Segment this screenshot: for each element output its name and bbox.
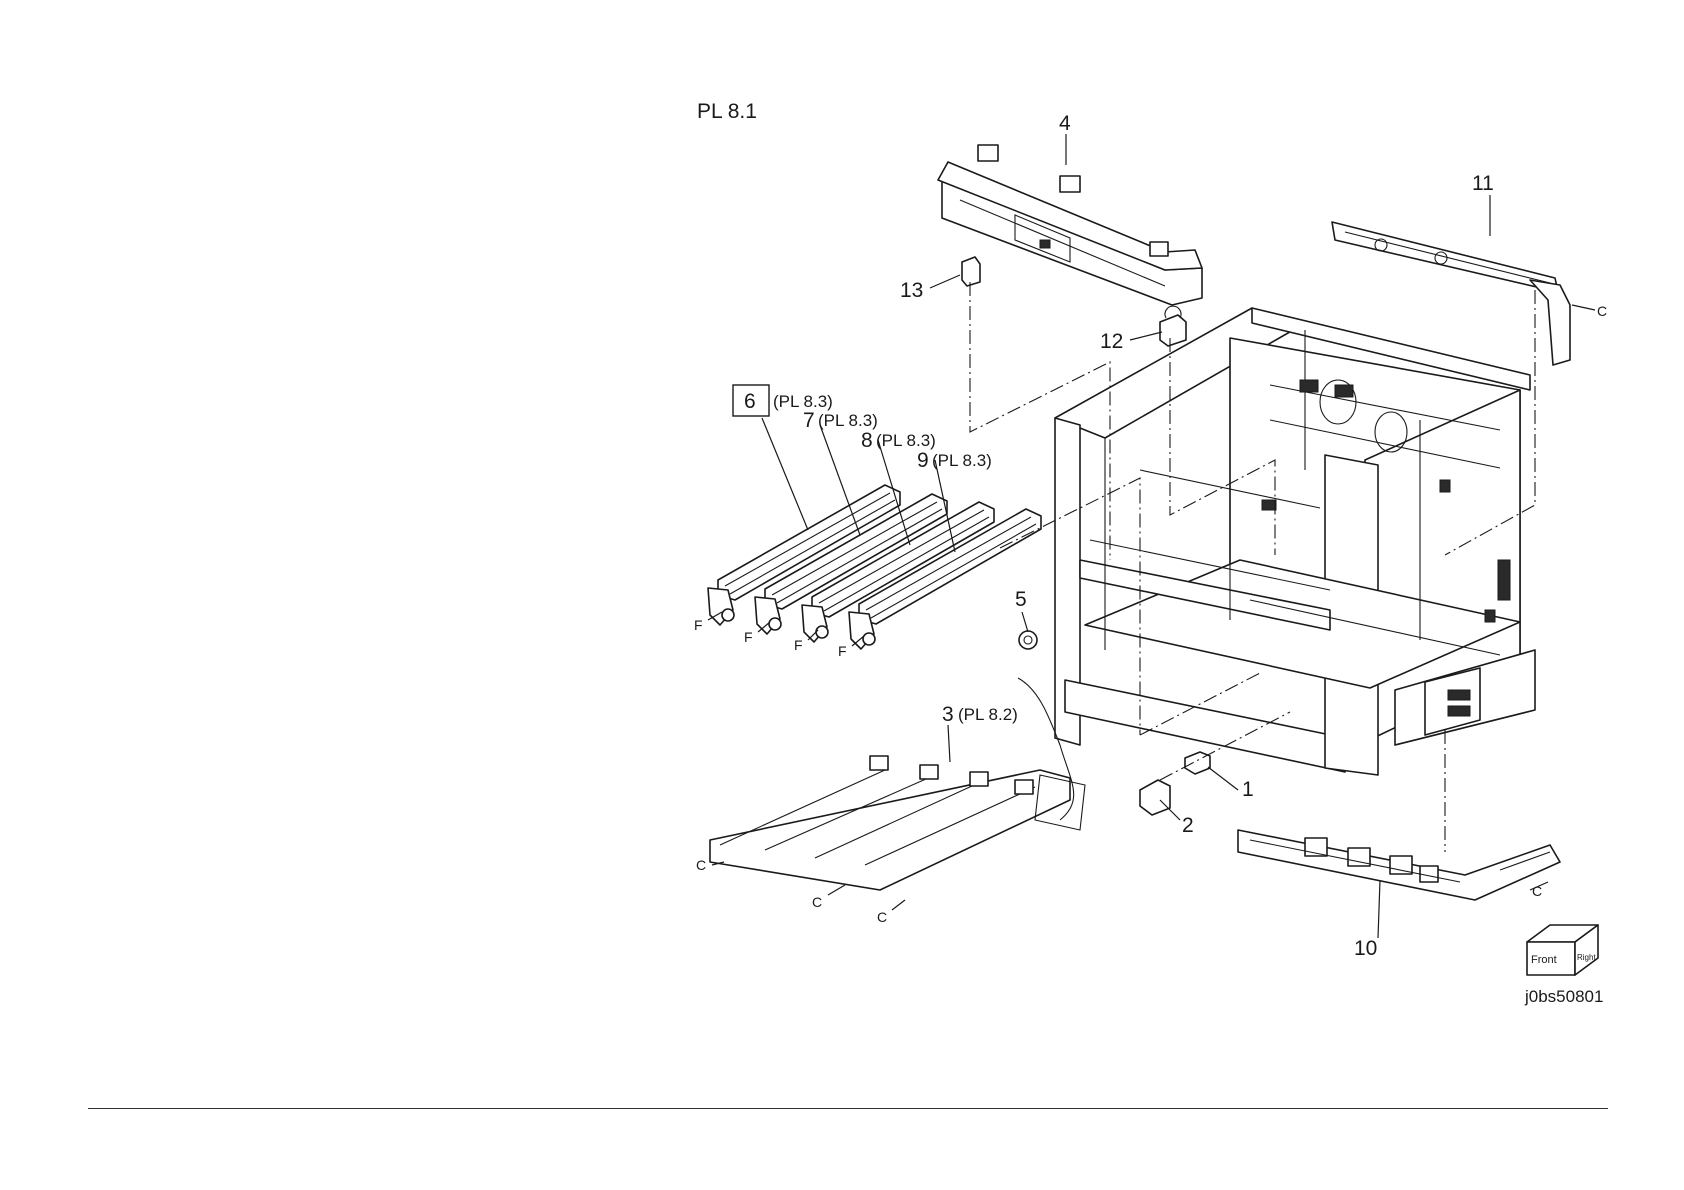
callout-8-number: 8	[861, 429, 873, 452]
callout-10-number: 10	[1354, 937, 1377, 960]
callout-3-ref: (PL 8.2)	[958, 705, 1018, 724]
callout-3-number: 3	[942, 703, 954, 726]
marker-f-drum-2: F	[744, 629, 753, 645]
part-5-grommet	[1019, 631, 1037, 649]
callout-5-number: 5	[1015, 588, 1027, 611]
callout-2-number: 2	[1182, 814, 1194, 837]
callout-12-number: 12	[1100, 330, 1123, 353]
marker-f-drum-4: F	[838, 643, 847, 659]
part-2-connector	[1140, 780, 1170, 815]
cube-right-label: Right	[1577, 953, 1596, 962]
callout-4-number: 4	[1059, 112, 1071, 135]
callout-9-number: 9	[917, 449, 929, 472]
callout-8-ref: (PL 8.3)	[876, 431, 936, 450]
part-3-assembly	[710, 678, 1085, 890]
marker-f-drum-3: F	[794, 637, 803, 653]
callout-9-ref: (PL 8.3)	[932, 451, 992, 470]
marker-f-drum-1: F	[694, 617, 703, 633]
figure-id: j0bs50801	[1524, 987, 1603, 1006]
marker-c-assembly-left: C	[696, 857, 706, 873]
diagram-title: PL 8.1	[697, 100, 757, 123]
callout-1-number: 1	[1242, 778, 1254, 801]
callout-13-number: 13	[900, 279, 923, 302]
callout-7-number: 7	[803, 409, 815, 432]
main-frame	[1055, 308, 1535, 775]
callout-7-ref: (PL 8.3)	[818, 411, 878, 430]
footer-divider	[88, 1108, 1608, 1109]
marker-c-right-rail: C	[1597, 303, 1607, 319]
callout-11-number: 11	[1472, 172, 1494, 195]
callout-6-number: 6	[744, 390, 756, 413]
cube-front-label: Front	[1531, 954, 1557, 966]
part-12-bracket	[1160, 306, 1186, 346]
part-10-bottom-rail	[1238, 830, 1560, 900]
marker-c-assembly-right: C	[877, 909, 887, 925]
orientation-cube: Front Right	[1527, 925, 1598, 975]
marker-c-bottom-rail: C	[1532, 883, 1542, 899]
part-13-bracket	[962, 257, 980, 286]
marker-c-assembly-mid: C	[812, 894, 822, 910]
drum-cartridges	[708, 485, 1041, 649]
